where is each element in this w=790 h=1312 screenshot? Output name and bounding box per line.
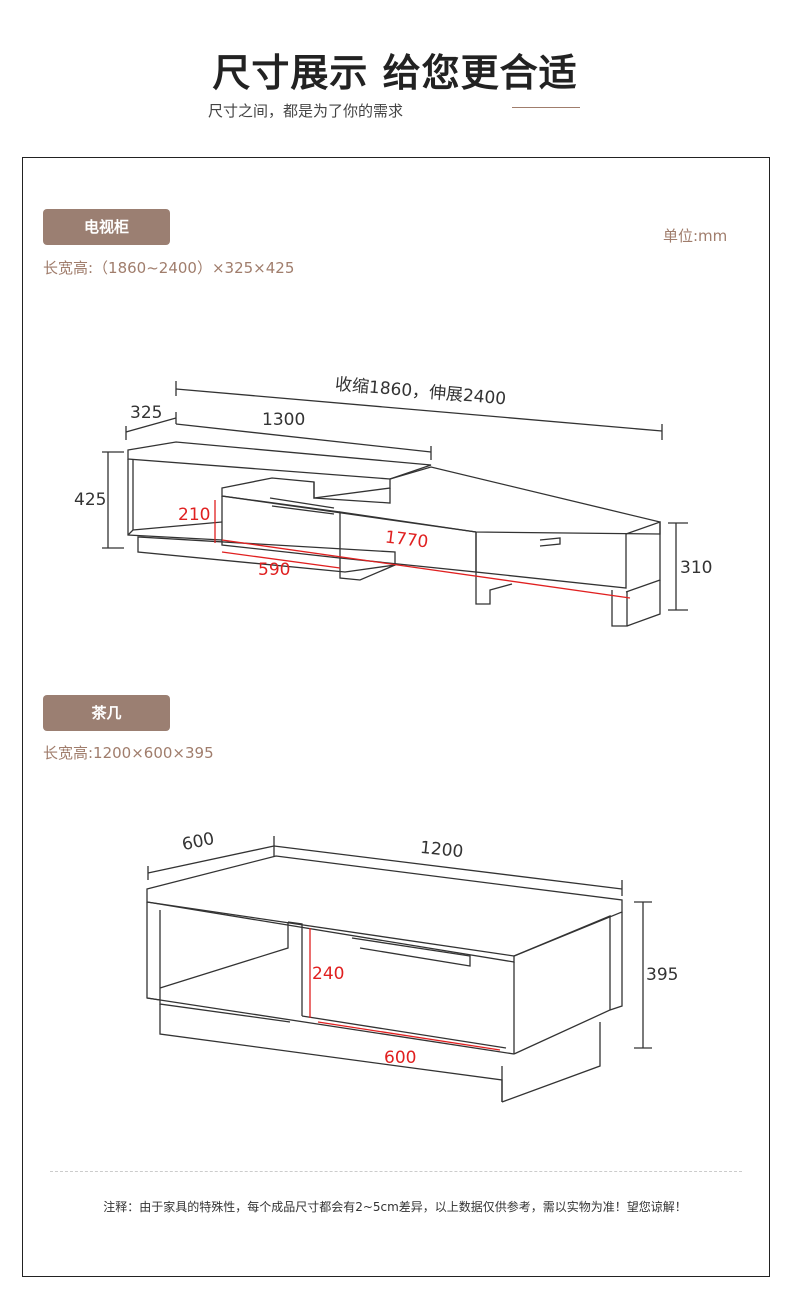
table-height-label: 395: [646, 965, 679, 985]
footer-note: 注释：由于家具的特殊性，每个成品尺寸都会有2~5cm差异，以上数据仅供参考，需以…: [103, 1200, 687, 1214]
table-drawer-height-label: 240: [312, 964, 345, 984]
coffee-table-spec: 长宽高:1200×600×395: [43, 744, 214, 762]
drawer-height-label: 210: [178, 505, 211, 525]
decorative-line: [512, 107, 580, 108]
page-subtitle: 尺寸之间，都是为了你的需求: [208, 102, 404, 120]
tv-cabinet-spec: 长宽高:（1860~2400）×325×425: [43, 259, 295, 277]
drawer-width-label: 590: [258, 560, 291, 580]
tv-depth-label: 325: [130, 403, 163, 423]
unit-label: 单位:mm: [663, 227, 728, 245]
coffee-table-tag: 茶几: [43, 695, 170, 731]
footer-divider: [50, 1171, 742, 1172]
top-length-label: 1300: [262, 410, 306, 430]
tv-height-label: 425: [74, 490, 107, 510]
table-drawer-width-label: 600: [384, 1048, 417, 1068]
right-height-label: 310: [680, 558, 713, 578]
tv-cabinet-tag: 电视柜: [43, 209, 170, 245]
page-title: 尺寸展示 给您更合适: [212, 51, 578, 95]
content-frame: [22, 157, 770, 1277]
